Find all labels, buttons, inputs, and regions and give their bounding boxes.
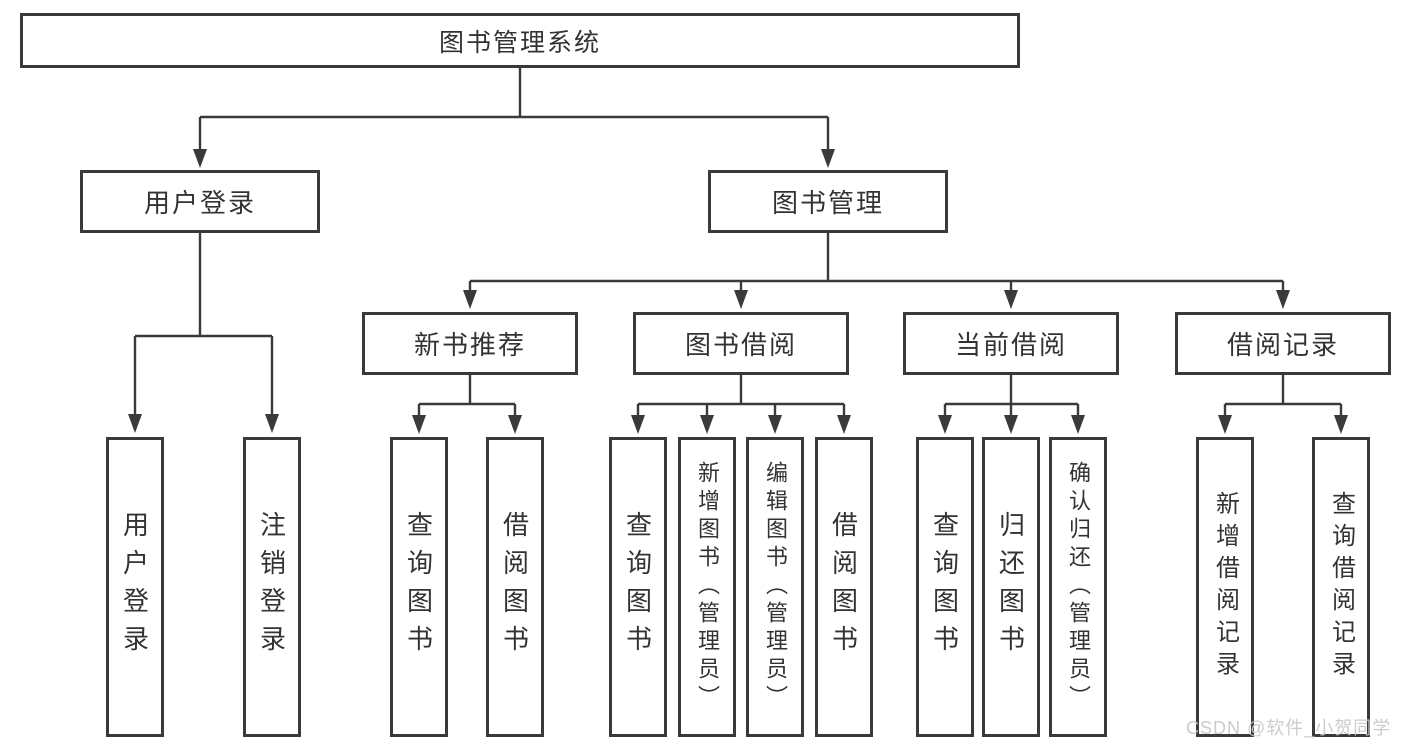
node-label: 当前借阅 [954, 330, 1067, 360]
leaf-borrow-books-recommend: 借阅图书 [486, 437, 544, 737]
leaf-label: 用户登录 [119, 511, 150, 663]
leaf-label: 归还图书 [995, 511, 1026, 663]
node-current-borrow: 当前借阅 [903, 312, 1119, 375]
node-book-management: 图书管理 [708, 170, 948, 233]
leaf-borrow-books: 借阅图书 [815, 437, 873, 737]
leaf-label: 借阅图书 [499, 511, 530, 663]
node-label: 新书推荐 [413, 330, 526, 360]
node-new-book-recommend: 新书推荐 [362, 312, 578, 375]
leaf-return-books: 归还图书 [982, 437, 1040, 737]
leaf-label: 注销登录 [256, 511, 287, 663]
node-user-login-branch: 用户登录 [80, 170, 320, 233]
csdn-watermark: CSDN @软件_小贺同学 [1186, 718, 1392, 738]
node-system-root: 图书管理系统 [20, 13, 1020, 68]
leaf-label: 借阅图书 [828, 511, 859, 663]
leaf-label: 查询借阅记录 [1327, 491, 1355, 683]
leaf-edit-books-admin: 编辑图书（管理员） [746, 437, 804, 737]
node-label: 借阅记录 [1226, 330, 1339, 360]
arrowheads [128, 149, 1348, 434]
leaf-label: 新增借阅记录 [1211, 491, 1239, 683]
leaf-confirm-return-admin: 确认归还（管理员） [1049, 437, 1107, 737]
leaf-label: 新增图书（管理员） [695, 461, 720, 713]
leaf-user-login: 用户登录 [106, 437, 164, 737]
node-book-borrow: 图书借阅 [633, 312, 849, 375]
leaf-query-books-borrow: 查询图书 [609, 437, 667, 737]
leaf-label: 查询图书 [622, 511, 653, 663]
leaf-query-borrow-record: 查询借阅记录 [1312, 437, 1370, 737]
leaf-label: 编辑图书（管理员） [763, 461, 788, 713]
node-label: 用户登录 [143, 188, 256, 218]
node-label: 图书借阅 [684, 330, 797, 360]
leaf-logout: 注销登录 [243, 437, 301, 737]
leaf-add-books-admin: 新增图书（管理员） [678, 437, 736, 737]
node-borrow-records: 借阅记录 [1175, 312, 1391, 375]
leaf-add-borrow-record: 新增借阅记录 [1196, 437, 1254, 737]
leaf-query-books-recommend: 查询图书 [390, 437, 448, 737]
leaf-label: 查询图书 [929, 511, 960, 663]
node-label: 图书管理系统 [438, 28, 601, 57]
node-label: 图书管理 [771, 188, 884, 218]
leaf-query-books-current: 查询图书 [916, 437, 974, 737]
leaf-label: 确认归还（管理员） [1066, 461, 1091, 713]
leaf-label: 查询图书 [403, 511, 434, 663]
